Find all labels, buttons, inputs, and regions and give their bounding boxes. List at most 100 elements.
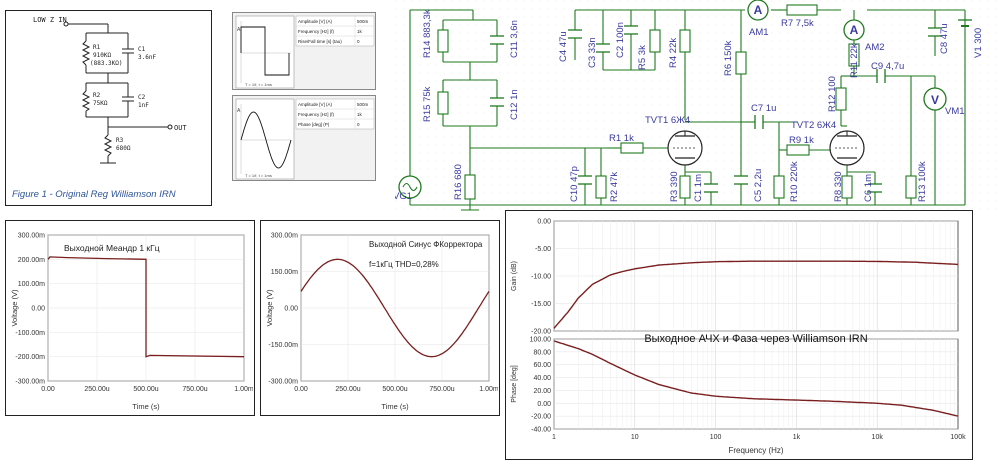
phase-plot-area bbox=[553, 338, 959, 430]
r15-body bbox=[437, 91, 449, 115]
label-c11: C11 3,6n bbox=[509, 20, 520, 58]
c1-ref: C1 bbox=[138, 46, 146, 53]
phase-ylabel: Phase [deg] bbox=[511, 365, 518, 402]
square-ytick-label: 100.00m bbox=[18, 281, 45, 288]
square-chart-title: Выходной Меандр 1 кГц bbox=[64, 243, 160, 253]
square-wave-chart: 300.00m200.00m100.00m0.00-100.00m-200.00… bbox=[10, 233, 253, 412]
label-c9: C9 4,7u bbox=[871, 61, 904, 72]
square-ytick-label: 200.00m bbox=[18, 257, 45, 264]
frequency-xlabel: Frequency (Hz) bbox=[728, 446, 783, 455]
ammeter-am1[interactable]: A bbox=[747, 0, 769, 21]
square-value-2[interactable]: 0 bbox=[357, 39, 360, 44]
frequency-xtick-label: 100k bbox=[950, 434, 966, 441]
label-r2: R2 47k bbox=[609, 172, 620, 202]
c1-value: 3.6nF bbox=[138, 54, 156, 61]
sine-value-2[interactable]: 0 bbox=[357, 122, 360, 127]
figure1-panel: LOW Z IN OUT R1 910KΩ (883.3KΩ) C1 3.6nF… bbox=[5, 10, 212, 206]
r3-value: 680Ω bbox=[116, 145, 131, 152]
sine-xtick-label: 500.00u bbox=[382, 386, 407, 393]
r1-body bbox=[620, 142, 644, 154]
r9-body bbox=[786, 144, 810, 156]
label-r11: R11 22k bbox=[849, 43, 860, 78]
frequency-xtick-label: 1k bbox=[793, 434, 801, 441]
label-r14: R14 883,3k bbox=[422, 9, 433, 58]
simulation-schematic: A A V R14 883,3k C11 3,6n R15 75k C12 1n… bbox=[395, 0, 1000, 215]
square-ytick-label: -300.00m bbox=[15, 379, 45, 386]
gain-series bbox=[553, 260, 959, 329]
sine-xlabel: Time (s) bbox=[381, 402, 409, 411]
tube-tvt1[interactable] bbox=[667, 130, 703, 166]
sine-xtick-label: 250.00u bbox=[335, 386, 360, 393]
phase-ytick-label: 80.00 bbox=[533, 349, 551, 356]
label-r5: R5 3k bbox=[637, 45, 648, 70]
generator-vg1[interactable] bbox=[398, 175, 422, 199]
sine-param-1: Frequency [Hz] (f) bbox=[298, 112, 335, 117]
voltmeter-vm1[interactable]: V bbox=[923, 87, 947, 111]
r16-body bbox=[464, 174, 476, 200]
sine-xtick-label: 750.00u bbox=[429, 386, 454, 393]
label-r9: R9 1k bbox=[789, 135, 814, 146]
square-value-1[interactable]: 1k bbox=[357, 29, 363, 34]
square-value-0[interactable]: 500m bbox=[357, 19, 369, 24]
phase-ytick-label: 40.00 bbox=[533, 375, 551, 382]
sine-value-1[interactable]: 1k bbox=[357, 112, 363, 117]
label-vm1: VM1 bbox=[945, 106, 965, 117]
sine-ylabel: Voltage (V) bbox=[265, 289, 274, 327]
output-label: OUT bbox=[174, 124, 187, 132]
label-r8: R8 330 bbox=[833, 171, 844, 202]
label-c3: C3 33n bbox=[587, 37, 598, 68]
r6-body bbox=[735, 51, 747, 75]
label-tvt1: TVT1 6Ж4 bbox=[645, 115, 690, 126]
square-param-2: Rise/Fall time [s] (tau) bbox=[298, 39, 342, 44]
r10-body bbox=[773, 175, 785, 199]
gain-ylabel: Gain (dB) bbox=[511, 261, 518, 291]
input-label: LOW Z IN bbox=[33, 16, 67, 24]
r2-ref: R2 bbox=[93, 92, 101, 99]
frequency-xtick-label: 10k bbox=[872, 434, 884, 441]
square-xtick-label: 0.00 bbox=[41, 386, 55, 393]
r3-ref: R3 bbox=[116, 137, 124, 144]
svg-text:A: A bbox=[237, 27, 241, 33]
r1-alt-value: (883.3KΩ) bbox=[90, 60, 123, 67]
r8-body bbox=[841, 175, 853, 199]
label-r1: R1 1k bbox=[609, 133, 634, 144]
ammeter-am2-icon: A bbox=[850, 23, 859, 37]
sine-ytick-label: 150.00m bbox=[271, 269, 298, 276]
dc-source-v1[interactable] bbox=[958, 19, 972, 27]
figure1-schematic: LOW Z IN OUT R1 910KΩ (883.3KΩ) C1 3.6nF… bbox=[12, 16, 187, 200]
r5-body bbox=[649, 29, 661, 53]
c2-value: 1nF bbox=[138, 102, 149, 109]
sine-xtick-label: 1.00m bbox=[479, 386, 498, 393]
square-ylabel: Voltage (V) bbox=[10, 289, 19, 327]
label-c8: C8 47u bbox=[939, 23, 950, 54]
schematic-wires bbox=[409, 9, 966, 211]
sine-ytick-label: -150.00m bbox=[268, 342, 298, 349]
square-param-0: Amplitude [V] (A) bbox=[298, 19, 333, 24]
label-r3: R3 390 bbox=[669, 171, 680, 202]
tube-tvt2[interactable] bbox=[829, 130, 865, 166]
sine-param-0: Amplitude [V] (A) bbox=[298, 102, 333, 107]
sine-ytick-label: -300.00m bbox=[268, 379, 298, 386]
figure1-caption: Figure 1 - Original Reg Williamson IRN bbox=[12, 189, 176, 200]
sine-param-2: Phase [deg] (P) bbox=[298, 122, 330, 127]
gain-ytick-label: -15.00 bbox=[531, 301, 551, 308]
label-r13: R13 100k bbox=[917, 161, 928, 202]
r4-body bbox=[679, 29, 691, 53]
label-tvt2: TVT2 6Ж4 bbox=[791, 120, 836, 131]
sine-value-0[interactable]: 500m bbox=[357, 102, 369, 107]
r11-body bbox=[848, 43, 860, 67]
label-r15: R15 75k bbox=[422, 86, 433, 122]
label-c1: C1 1m bbox=[693, 174, 704, 202]
square-xtick-label: 1.00m bbox=[234, 386, 253, 393]
label-r16: R16 680 bbox=[453, 164, 464, 200]
ammeter-am2[interactable]: A bbox=[843, 19, 865, 41]
generator-square-panel: A T = 1/f, t = 1ms Amplitude [V] (A) 500… bbox=[232, 12, 376, 90]
phase-ytick-label: 100.00 bbox=[530, 337, 552, 344]
sine-xtick-label: 0.00 bbox=[294, 386, 308, 393]
phase-ytick-label: 20.00 bbox=[533, 388, 551, 395]
label-c10: C10 47p bbox=[569, 166, 580, 202]
square-formula: T = 1/f, t = 1ms bbox=[245, 82, 272, 87]
r12-body bbox=[835, 87, 847, 111]
svg-text:A: A bbox=[237, 108, 241, 114]
